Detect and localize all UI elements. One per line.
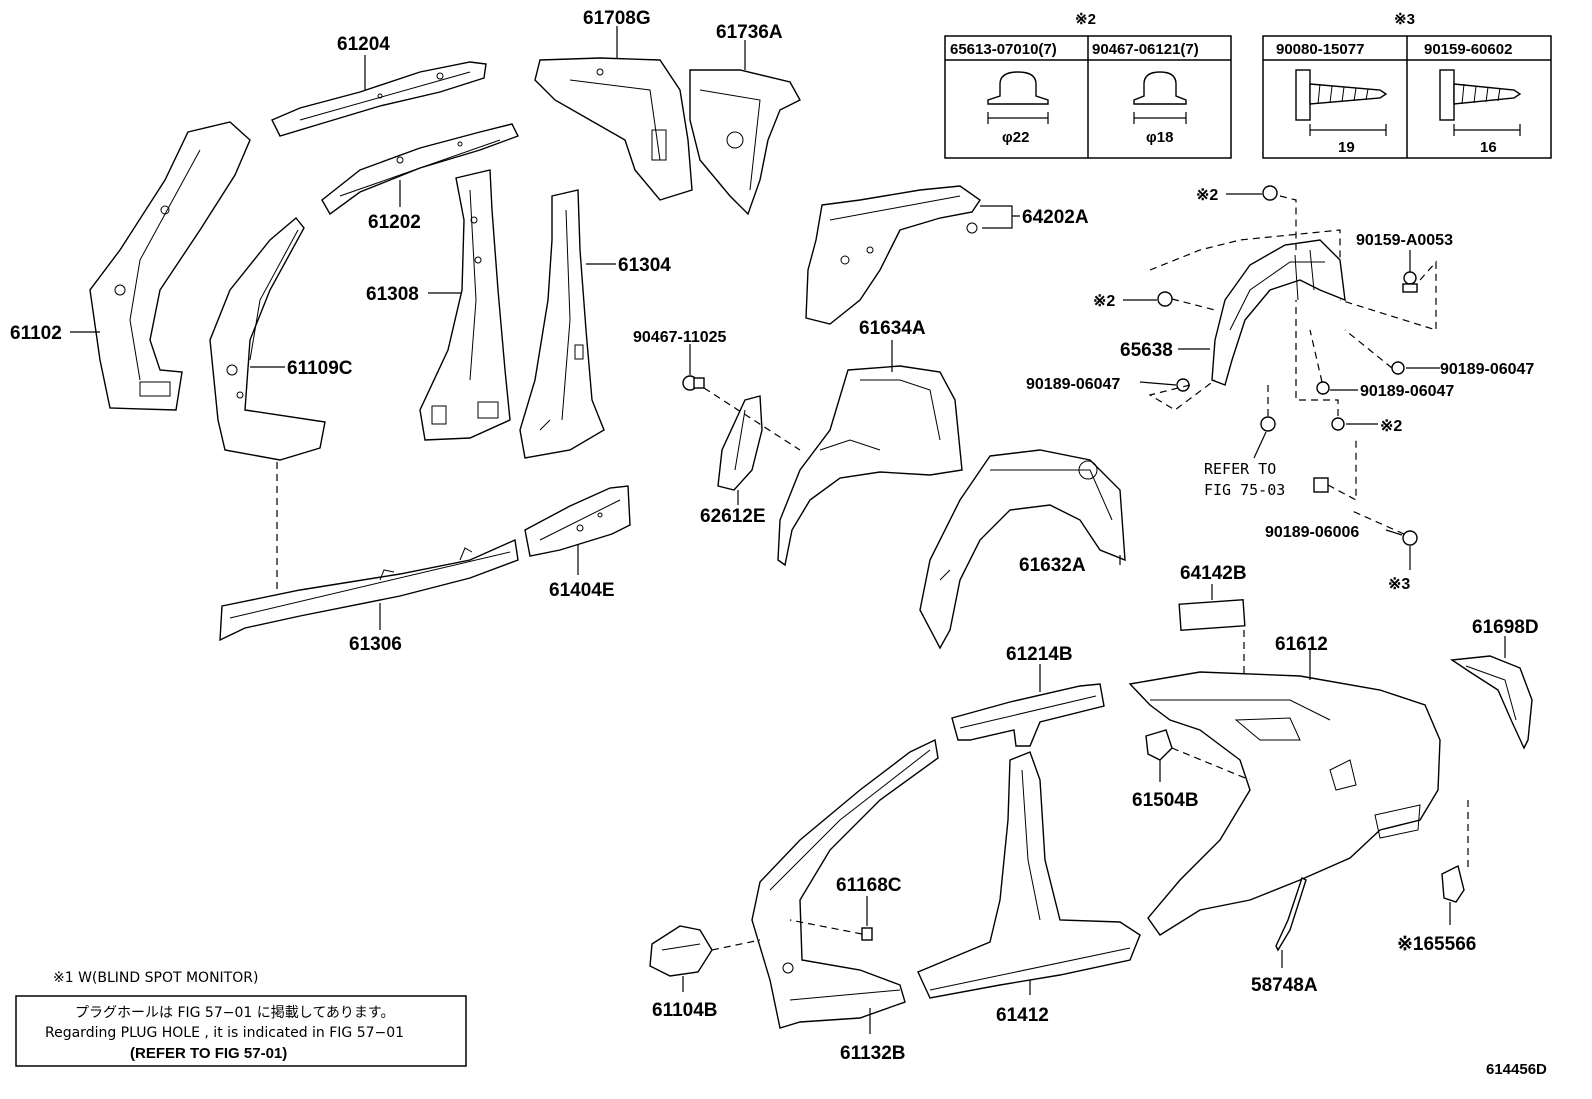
part-61736A-drawing	[689, 69, 801, 216]
label-61104B: 61104B	[652, 1000, 718, 1021]
part-62612E-drawing	[717, 395, 763, 491]
label-61214B: 61214B	[1006, 644, 1073, 665]
label-mark2-c: ※2	[1380, 418, 1402, 435]
part-front-pillar-outer-drawing	[751, 738, 939, 1029]
part-61306-drawing	[219, 538, 519, 642]
label-61634A: 61634A	[859, 318, 926, 339]
part-65638-drawing	[1211, 239, 1346, 386]
label-61304: 61304	[618, 255, 671, 276]
part-61708G-drawing	[534, 57, 693, 201]
part-61634A-drawing	[777, 365, 963, 567]
label-refer-fig: FIG 75-03	[1204, 481, 1285, 499]
label-mark2-b: ※2	[1093, 293, 1115, 310]
label-mark2-a: ※2	[1196, 187, 1218, 204]
clip-90467-11025-drawing	[682, 375, 705, 391]
label-90189-06047-a: 90189-06047	[1440, 361, 1534, 378]
note-plug-ref: (REFER TO FIG 57-01)	[130, 1045, 287, 1062]
part-61612-drawing	[1128, 671, 1441, 936]
table2-col2-dim: φ18	[1146, 129, 1173, 146]
note-blind-spot: ※1 W(BLIND SPOT MONITOR)	[53, 970, 258, 986]
label-65566: ※165566	[1397, 934, 1476, 955]
label-61632A: 61632A	[1019, 555, 1086, 576]
table3-col2-dim: 16	[1480, 139, 1497, 156]
part-61204-drawing	[271, 61, 487, 137]
screw-table-3: 90080-15077 90159-60602 19 16	[1262, 35, 1552, 159]
table3-col2-part: 90159-60602	[1424, 41, 1512, 58]
part-61214B-drawing	[951, 683, 1105, 747]
label-64142B: 64142B	[1180, 563, 1247, 584]
label-62612E: 62612E	[700, 506, 766, 527]
table3-col1-part: 90080-15077	[1276, 41, 1364, 58]
part-61168C-drawing	[861, 927, 873, 941]
label-61202: 61202	[368, 212, 421, 233]
part-61412-drawing	[917, 751, 1141, 999]
note-plug-en: Regarding PLUG HOLE , it is indicated in…	[45, 1025, 404, 1041]
part-61104B-drawing	[649, 925, 713, 977]
table2-col1-dim: φ22	[1002, 129, 1029, 146]
label-90189-06047-b: 90189-06047	[1360, 383, 1454, 400]
label-61504B: 61504B	[1132, 790, 1199, 811]
part-61698D-drawing	[1449, 655, 1533, 750]
label-90467-11025: 90467-11025	[633, 329, 727, 346]
part-64142B-drawing	[1178, 599, 1246, 631]
part-61632A-drawing	[919, 449, 1126, 650]
label-61109C: 61109C	[287, 358, 353, 379]
label-61306: 61306	[349, 634, 402, 655]
label-58748A: 58748A	[1251, 975, 1318, 996]
label-61308: 61308	[366, 284, 419, 305]
part-61504B-drawing	[1145, 729, 1173, 761]
part-64202A-drawing	[805, 185, 981, 325]
label-61168C: 61168C	[836, 875, 902, 896]
label-90189-06006: 90189-06006	[1265, 524, 1359, 541]
label-90189-06047-c: 90189-06047	[1026, 376, 1120, 393]
part-58748A-drawing	[1275, 877, 1307, 952]
plug-hole-note-box: プラグホールは FIG 57−01 に掲載してあります。 Regarding P…	[15, 995, 467, 1067]
label-61204: 61204	[337, 34, 390, 55]
table3-col1-dim: 19	[1338, 139, 1355, 156]
table2-col2-part: 90467-06121(7)	[1092, 41, 1199, 58]
table2-col1-part: 65613-07010(7)	[950, 41, 1057, 58]
part-61304-drawing	[519, 189, 605, 459]
fasteners-liner	[1157, 185, 1418, 546]
label-61404E: 61404E	[549, 580, 615, 601]
label-61698D: 61698D	[1472, 617, 1539, 638]
part-61109C-drawing	[209, 217, 326, 461]
table2-mark: ※2	[1075, 11, 1096, 28]
label-61102: 61102	[10, 323, 62, 344]
label-61736A: 61736A	[716, 22, 783, 43]
label-90159-A0053: 90159-A0053	[1356, 232, 1453, 249]
figure-id: 614456D	[1486, 1061, 1547, 1078]
liner-dashed-leaders	[1148, 195, 1437, 535]
label-61132B: 61132B	[840, 1043, 906, 1064]
label-61612: 61612	[1275, 634, 1328, 655]
part-65566-drawing	[1441, 864, 1465, 903]
label-65638: 65638	[1120, 340, 1173, 361]
part-61404E-drawing	[524, 485, 631, 557]
label-mark3: ※3	[1388, 576, 1410, 593]
label-61708G: 61708G	[583, 8, 651, 29]
clip-table-2: 65613-07010(7) 90467-06121(7) φ22 φ18	[944, 35, 1232, 159]
note-plug-jp: プラグホールは FIG 57−01 に掲載してあります。	[75, 1005, 395, 1021]
part-61102-drawing	[89, 121, 251, 411]
table3-mark: ※3	[1394, 11, 1415, 28]
label-64202A: 64202A	[1022, 207, 1089, 228]
part-61308-drawing	[419, 169, 511, 441]
part-61202-drawing	[321, 123, 519, 216]
label-61412: 61412	[996, 1005, 1049, 1026]
label-refer-to: REFER TO	[1204, 460, 1276, 478]
